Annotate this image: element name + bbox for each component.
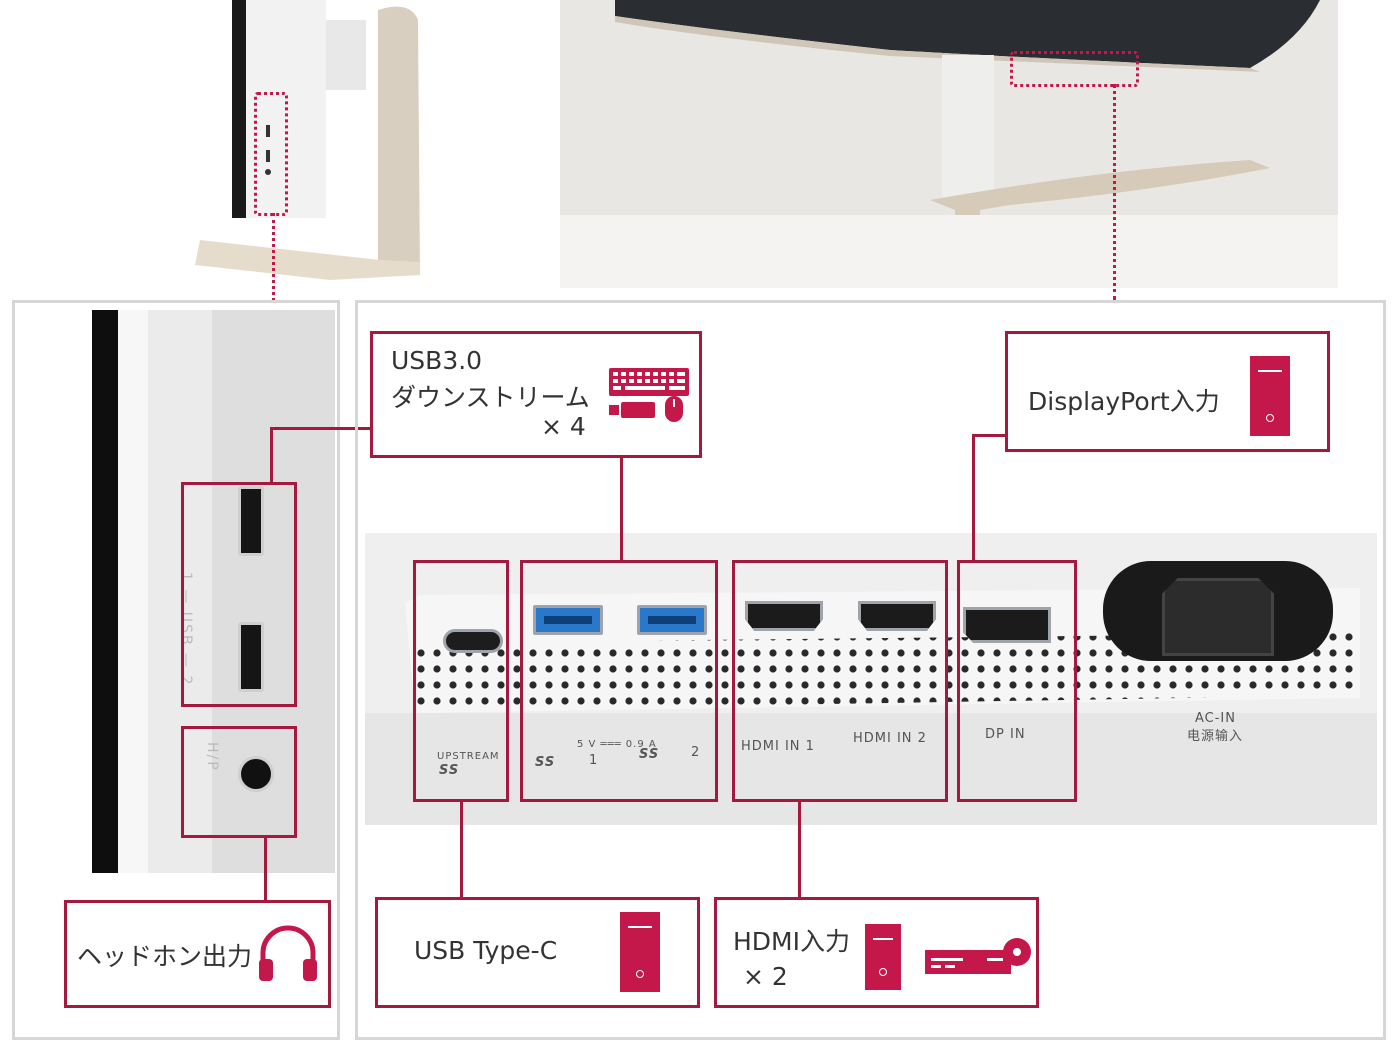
rear-panel-photo: UPSTREAM SS 5 V ═══ 0.9 A SS 1 SS 2 HDMI… <box>365 533 1377 825</box>
usb-stick-icon <box>609 402 655 418</box>
side-usb-port-1 <box>238 486 264 556</box>
headphone-callout-label: ヘッドホン出力 <box>77 942 253 971</box>
mouse-icon <box>665 396 683 422</box>
usb-port-2-number: 2 <box>691 745 701 760</box>
usb-power-label: 5 V ═══ 0.9 A <box>577 739 657 750</box>
usb-type-c-callout: USB Type-C <box>375 897 700 1008</box>
usb-c-highlight <box>413 560 509 802</box>
rear-ports-frame <box>355 300 1386 1040</box>
usb30-leader-h <box>270 427 373 430</box>
usb30-leader-v <box>270 427 273 484</box>
side-ports-frame <box>12 300 340 1040</box>
side-ports-photo: 1 — USB — 2 H/P <box>92 310 335 873</box>
usb30-callout: USB3.0 ダウンストリーム × 4 <box>370 331 702 458</box>
rear-port-highlight <box>1010 51 1139 87</box>
monitor-side-photo <box>180 0 430 295</box>
hdmi-in-1-label: HDMI IN 1 <box>741 739 815 754</box>
hdmi-callout-line2: × 2 <box>743 962 788 991</box>
upstream-label: UPSTREAM <box>437 751 500 762</box>
headphones-icon <box>259 925 317 981</box>
hdmi-leader <box>798 802 801 900</box>
usb30-leader-rear <box>620 455 623 560</box>
hdmi-highlight <box>732 560 948 802</box>
headphone-jack <box>238 756 274 792</box>
usb-a-port-1 <box>533 605 603 635</box>
usb-port-1-number: 1 <box>589 753 599 768</box>
dp-highlight <box>957 560 1077 802</box>
upstream-ss-label: SS <box>439 763 460 778</box>
usb30-line3: × 4 <box>541 412 586 441</box>
side-hp-highlight <box>181 726 297 838</box>
dp-leader-h <box>972 434 1008 437</box>
usb-c-leader <box>460 802 463 900</box>
displayport-port <box>963 607 1051 643</box>
side-port-highlight <box>254 92 288 216</box>
side-usb-port-2 <box>238 622 264 692</box>
ac-in-label: AC-IN <box>1195 711 1236 726</box>
usb-a-port-2 <box>637 605 707 635</box>
dp-in-label: DP IN <box>985 727 1026 742</box>
usb-c-port <box>443 629 503 653</box>
usb-ss-label-1: SS <box>535 755 556 770</box>
usb-a-highlight <box>520 560 718 802</box>
rear-leader-dotted <box>1113 84 1116 300</box>
monitor-side-illustration <box>195 0 420 280</box>
hdmi-callout-line1: HDMI入力 <box>733 927 850 956</box>
keyboard-icon <box>609 368 689 396</box>
side-usb-highlight <box>181 482 297 707</box>
ac-inlet-socket <box>1162 578 1274 656</box>
usb30-line1: USB3.0 <box>391 346 483 375</box>
usb-ss-label-2: SS <box>639 747 660 762</box>
monitor-rear-photo <box>560 0 1338 288</box>
hdmi-pc-icon <box>865 924 901 990</box>
ac-in-cn-label: 电源输入 <box>1187 729 1244 744</box>
blu-ray-player-icon <box>925 938 1031 974</box>
headphone-leader <box>264 838 267 902</box>
usb30-line2: ダウンストリーム <box>391 383 590 412</box>
displayport-pc-icon <box>1250 356 1290 436</box>
hdmi-port-2 <box>858 601 936 631</box>
headphone-callout: ヘッドホン出力 <box>64 900 331 1008</box>
dp-leader-v <box>972 434 975 560</box>
hdmi-callout: HDMI入力 × 2 <box>714 897 1039 1008</box>
monitor-rear-illustration <box>560 0 1338 288</box>
side-leader-dotted <box>272 213 275 301</box>
usb-type-c-pc-icon <box>620 912 660 992</box>
usb-type-c-callout-label: USB Type-C <box>414 936 558 965</box>
hdmi-in-2-label: HDMI IN 2 <box>853 731 927 746</box>
displayport-callout-label: DisplayPort入力 <box>1028 387 1220 416</box>
hdmi-port-1 <box>745 601 823 631</box>
displayport-callout: DisplayPort入力 <box>1005 331 1330 452</box>
